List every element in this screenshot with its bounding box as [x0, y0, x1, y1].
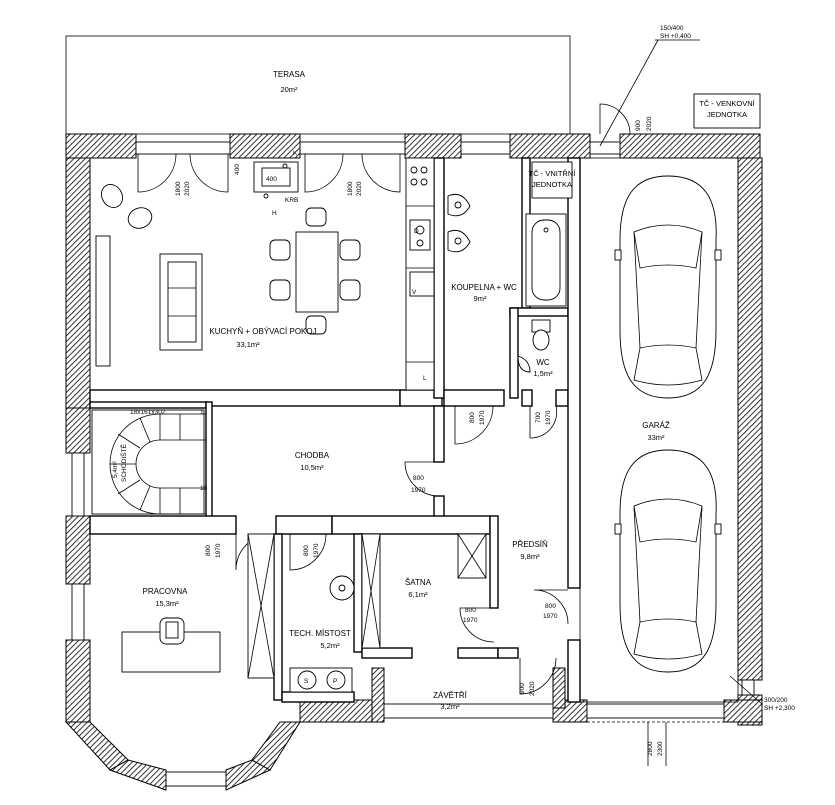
dressing-room-area: 6,1m² — [408, 590, 428, 599]
svg-text:700: 700 — [535, 412, 542, 423]
staircase-name: SCHODIŠTĚ — [119, 443, 128, 482]
kitchen-living-name: KUCHYŇ + OBÝVACÍ POKOJ — [209, 327, 316, 336]
study-area: 15,3m² — [155, 599, 179, 608]
svg-text:1970: 1970 — [313, 543, 320, 558]
wardrobe-units — [361, 533, 487, 649]
svg-text:H: H — [272, 210, 277, 217]
study-furniture — [121, 533, 275, 679]
svg-text:900: 900 — [635, 120, 642, 131]
garage-interior-outline — [579, 157, 739, 703]
tech-room-name: TECH. MÍSTOST — [289, 629, 351, 638]
svg-text:2020: 2020 — [646, 116, 653, 131]
svg-text:800: 800 — [465, 607, 476, 614]
svg-text:400: 400 — [234, 164, 241, 175]
svg-text:D: D — [414, 228, 419, 235]
kitchen-living-area: 33,1m² — [236, 340, 260, 349]
wc-fixtures — [517, 319, 551, 373]
tech-room-fixtures: S P — [289, 575, 355, 693]
tech-room-area: 5,2m² — [320, 641, 340, 650]
hallway-area: 10,5m² — [300, 463, 324, 472]
svg-text:900: 900 — [519, 683, 526, 694]
wc-area: 1,5m² — [533, 369, 553, 378]
garage-name: GARÁŽ — [642, 421, 670, 430]
svg-text:TČ - VNITŘNÍ: TČ - VNITŘNÍ — [529, 169, 577, 178]
svg-text:P: P — [333, 678, 337, 685]
entrance-hall-name: PŘEDSÍŇ — [512, 540, 548, 549]
svg-text:1970: 1970 — [545, 410, 552, 425]
window-sills — [71, 141, 755, 787]
staircase-area: 5,4m² — [112, 461, 119, 478]
bathroom-name: KOUPELNA + WC — [451, 283, 517, 292]
wc-name: WC — [536, 358, 550, 367]
bathroom-fixtures — [447, 193, 567, 307]
car-top — [614, 175, 722, 399]
svg-text:400: 400 — [266, 176, 277, 183]
svg-text:1970: 1970 — [411, 487, 426, 494]
svg-text:V: V — [412, 289, 417, 296]
svg-text:800: 800 — [205, 545, 212, 556]
heat-pump-indoor-unit: TČ - VNITŘNÍ JEDNOTKA — [529, 161, 577, 199]
hallway-name: CHODBA — [295, 451, 330, 460]
svg-text:2300: 2300 — [657, 741, 664, 756]
interior-walls — [89, 157, 581, 703]
svg-text:150/400: 150/400 — [660, 25, 684, 32]
svg-text:KRB: KRB — [285, 197, 298, 204]
terrace-outline — [65, 35, 571, 135]
svg-text:800: 800 — [545, 603, 556, 610]
staircase: 18x161x302 1 18 — [91, 409, 208, 515]
study-name: PRACOVNA — [143, 587, 189, 596]
svg-text:JEDNOTKA: JEDNOTKA — [532, 180, 572, 189]
svg-text:2020: 2020 — [184, 181, 191, 196]
svg-text:2020: 2020 — [356, 181, 363, 196]
svg-text:L: L — [423, 375, 427, 382]
dimension-labels: 1800 2020 1800 2020 400 900 2020 800 197… — [175, 116, 667, 766]
car-bottom — [614, 449, 722, 673]
svg-text:SH +2,300: SH +2,300 — [764, 705, 795, 712]
svg-text:18x161x302: 18x161x302 — [130, 409, 166, 416]
svg-text:1: 1 — [200, 409, 204, 416]
doors — [137, 103, 724, 723]
svg-text:300/200: 300/200 — [764, 697, 788, 704]
kitchen-counter: D V L — [405, 157, 435, 391]
svg-text:2800: 2800 — [647, 741, 654, 756]
bathroom-area: 9m² — [474, 294, 487, 303]
living-room-furniture: 400 K KRB H — [95, 150, 361, 367]
terrace-name: TERASA — [273, 70, 306, 79]
svg-text:2020: 2020 — [529, 681, 536, 696]
dressing-room-name: ŠATNA — [405, 578, 432, 587]
svg-text:1800: 1800 — [175, 181, 182, 196]
garage-area: 33m² — [647, 433, 665, 442]
svg-text:800: 800 — [413, 475, 424, 482]
svg-text:1970: 1970 — [543, 613, 558, 620]
svg-text:JEDNOTKA: JEDNOTKA — [707, 110, 747, 119]
svg-text:1970: 1970 — [479, 410, 486, 425]
svg-text:1970: 1970 — [215, 543, 222, 558]
svg-text:18: 18 — [200, 485, 208, 492]
entrance-hall-area: 9,8m² — [520, 552, 540, 561]
svg-text:800: 800 — [303, 545, 310, 556]
svg-text:1970: 1970 — [463, 617, 478, 624]
svg-text:1800: 1800 — [347, 181, 354, 196]
svg-text:S: S — [304, 678, 309, 685]
terrace-area: 20m² — [280, 85, 298, 94]
svg-text:800: 800 — [469, 412, 476, 423]
heat-pump-outdoor-unit: TČ - VENKOVNÍ JEDNOTKA — [693, 93, 761, 129]
exterior-walls — [64, 133, 763, 791]
svg-text:SH +0,400: SH +0,400 — [660, 33, 691, 40]
porch-area: 3,2m² — [440, 702, 460, 711]
vent-annotations: 150/400 SH +0,400 300/200 SH +2,300 — [599, 25, 795, 712]
svg-text:TČ - VENKOVNÍ: TČ - VENKOVNÍ — [699, 99, 755, 108]
porch-name: ZÁVĚTŘÍ — [433, 691, 468, 700]
svg-text:K: K — [293, 150, 298, 157]
